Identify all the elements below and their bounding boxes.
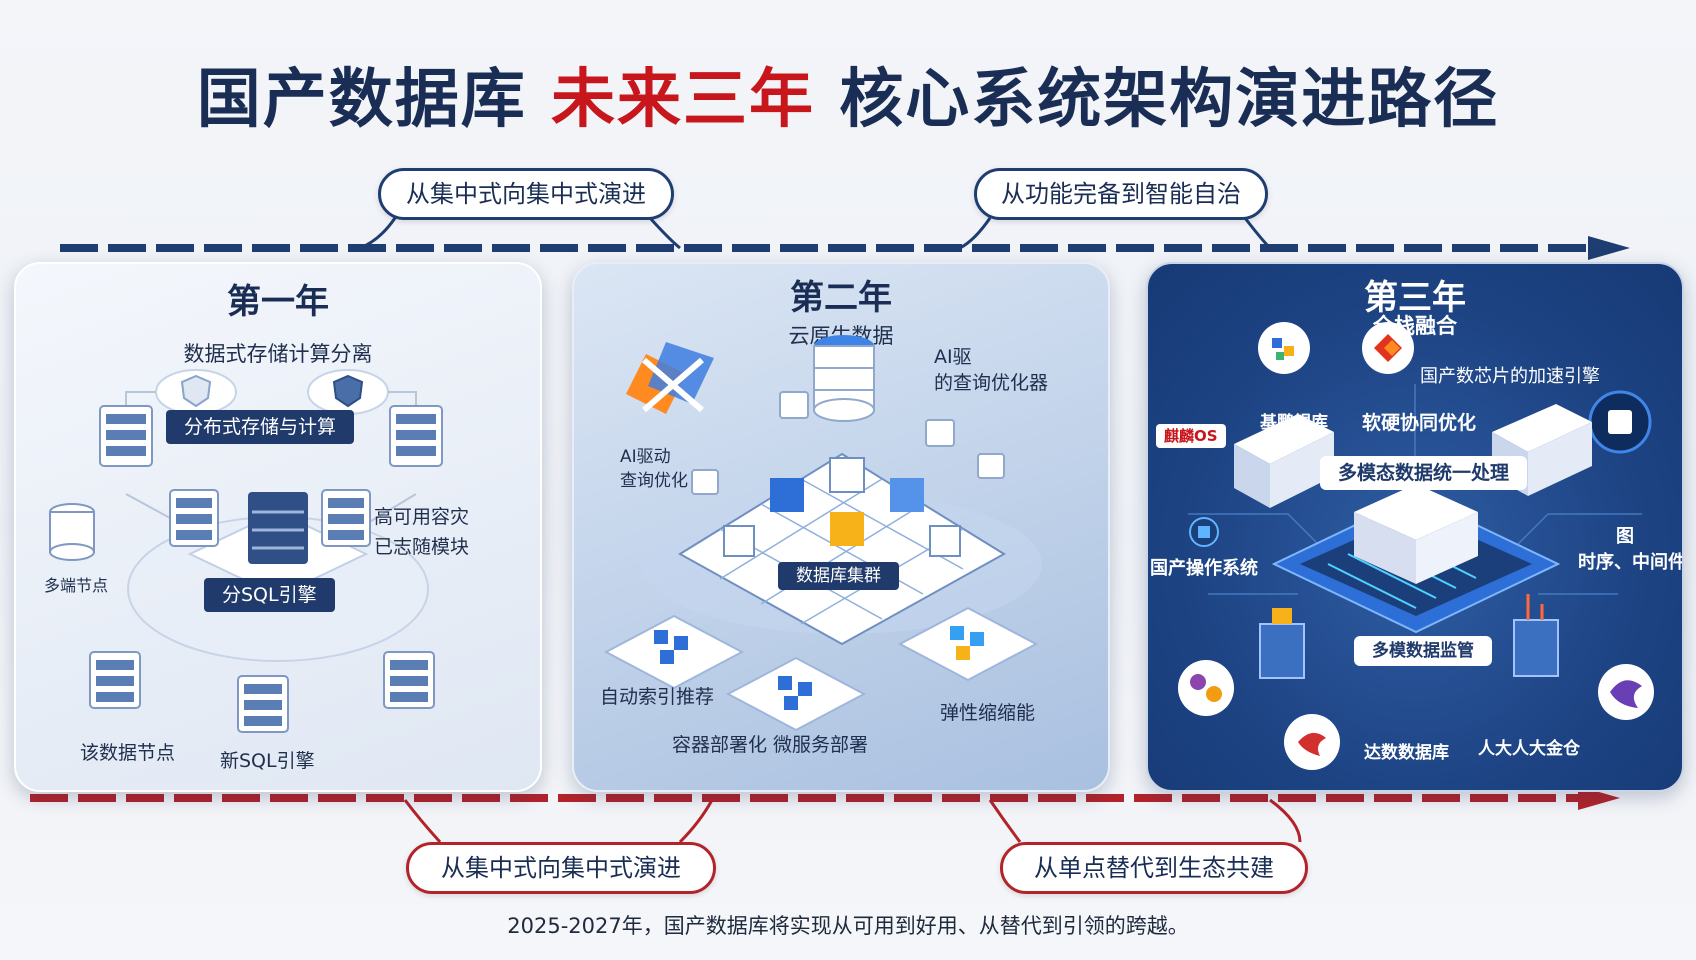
- logo-icon: [1258, 322, 1310, 374]
- server-icon: [169, 489, 219, 547]
- db-badge-icon: [1588, 390, 1652, 454]
- panel-1-title: 第一年: [227, 282, 329, 322]
- title-part2: 未来三年: [551, 63, 815, 137]
- panel-3-tag-regulation: 多模数据监管: [1354, 636, 1492, 666]
- panel-3-label-timeseries: 时序、中间件: [1578, 552, 1684, 573]
- panel-3-label-hwsw: 软硬协同优化: [1362, 412, 1477, 434]
- panel-3-label-dameng: 达数数据库: [1364, 743, 1449, 763]
- server-icon: [321, 489, 371, 547]
- panel-2-label-index: 自动索引推荐: [600, 686, 715, 708]
- panel-3-label-kunpeng: 基鹏鲲库: [1260, 413, 1328, 433]
- panel-1-label-newsql: 新SQL引擎: [220, 750, 315, 772]
- panel-3-tag-kylin: 麒麟OS: [1156, 424, 1226, 448]
- panel-1-label-ha: 高可用容灾: [374, 506, 470, 528]
- panel-1-label-nodes: 多端节点: [44, 576, 109, 595]
- panel-3-title: 第三年: [1364, 278, 1466, 318]
- panel-3-tag-multimodal: 多模态数据统一处理: [1320, 456, 1528, 490]
- panel-2-label-query: 查询优化: [620, 471, 688, 491]
- building-icon: [1259, 608, 1305, 679]
- building-icon: [1513, 594, 1559, 677]
- server-icon: [248, 492, 308, 564]
- chip-logo-icon: [1362, 322, 1414, 374]
- top-pill-1: 从集中式向集中式演进: [378, 168, 674, 220]
- panel-year-2: 第二年 云原生数据: [572, 262, 1110, 792]
- bottom-timeline-arrow: [30, 786, 1620, 810]
- database-icon: [49, 503, 95, 561]
- panel-year-1: 第一年 数据式存储计算分离: [14, 262, 542, 792]
- bottom-pill-2: 从单点替代到生态共建: [1000, 842, 1308, 894]
- footer-caption: 2025-2027年，国产数据库将实现从可用到好用、从替代到引领的跨越。: [507, 914, 1189, 938]
- panel-year-3: 第三年 全栈融合: [1146, 262, 1684, 792]
- panel-3-label-chip: 国产数芯片的加速引擎: [1420, 366, 1600, 387]
- panel-2-label-container: 容器部署化 微服务部署: [672, 734, 869, 756]
- logo-icon: [1598, 664, 1654, 720]
- panel-2-illustration: [603, 335, 1042, 732]
- os-icon: [1189, 517, 1219, 547]
- top-timeline-arrow: [60, 236, 1630, 260]
- title-part1: 国产数据库: [196, 63, 527, 137]
- panel-3-label-graph: 图: [1616, 526, 1634, 547]
- panel-2-title: 第二年: [790, 278, 892, 318]
- title-part3: 核心系统架构演进路径: [839, 63, 1500, 137]
- logo-icon: [1284, 714, 1340, 770]
- core-cube-icon: [1354, 484, 1478, 584]
- bottom-pill-1: 从集中式向集中式演进: [406, 842, 716, 894]
- panel-3-label-kingbase: 人大人大金仓: [1478, 739, 1580, 759]
- container-icon: [723, 457, 961, 557]
- panel-2-label-ai: AI驱: [934, 346, 972, 368]
- server-icon: [1234, 414, 1334, 508]
- panel-1-subtitle: 数据式存储计算分离: [183, 342, 373, 366]
- panel-2-label-elastic: 弹性缩缩能: [940, 702, 1036, 724]
- shield-icon: [155, 369, 237, 415]
- page-title: 国产数据库 未来三年 核心系统架构演进路径: [0, 48, 1696, 140]
- server-icon: [99, 405, 153, 467]
- panel-3-illustration: [1178, 322, 1654, 770]
- server-icon: [383, 651, 435, 709]
- panel-1-label-module: 已志随模块: [374, 536, 470, 558]
- server-icon: [389, 405, 443, 467]
- database-icon: [813, 335, 875, 422]
- ai-logo-icon: [626, 342, 714, 414]
- panel-2-label-ai-drive: AI驱动: [620, 447, 671, 467]
- shield-icon: [307, 369, 389, 415]
- panel-2-tag-cluster: 数据库集群: [778, 562, 899, 590]
- logo-icon: [1178, 660, 1234, 716]
- panel-1-tag-sql: 分SQL引擎: [204, 578, 335, 612]
- server-icon: [89, 651, 141, 709]
- top-pill-2: 从功能完备到智能自治: [974, 168, 1268, 220]
- server-icon: [237, 675, 289, 733]
- panel-2-label-optimizer: 的查询优化器: [934, 372, 1049, 394]
- panel-1-label-datanode: 该数据节点: [80, 742, 176, 764]
- panel-3-label-os: 国产操作系统: [1150, 558, 1258, 579]
- panel-1-illustration: [49, 369, 443, 733]
- panel-1-tag-storage: 分布式存储与计算: [166, 410, 355, 444]
